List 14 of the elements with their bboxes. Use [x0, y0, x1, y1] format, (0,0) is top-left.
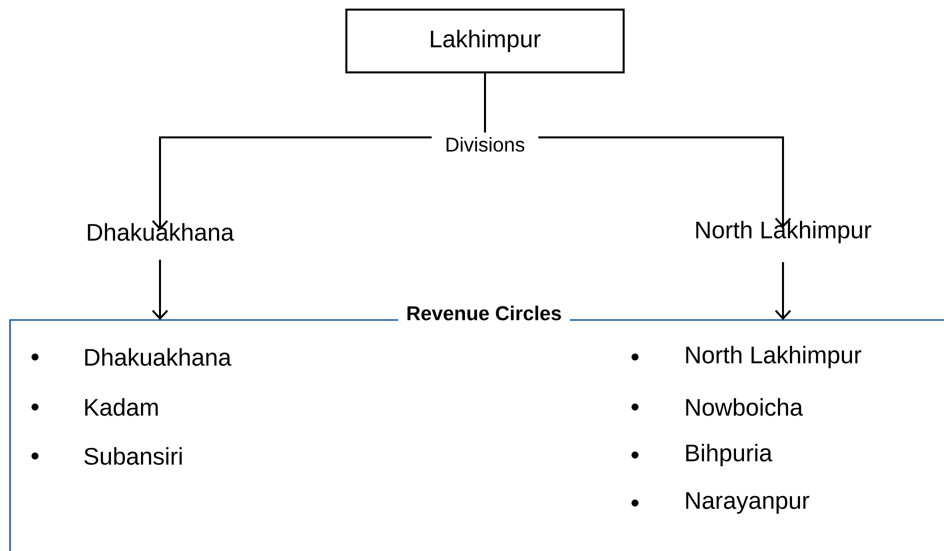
edge-label: Divisions — [432, 132, 538, 156]
division-name: North Lakhimpur — [696, 220, 872, 244]
list-item: Narayanpur — [686, 492, 810, 514]
list-item: North Lakhimpur — [686, 346, 862, 368]
arrow — [774, 262, 792, 320]
division-name: Dhakuakhana — [88, 223, 234, 241]
list-item: Subansiri — [84, 447, 182, 465]
node-label: Revenue Circles — [408, 306, 561, 320]
list-item: Bihpuria — [686, 444, 772, 466]
arrow — [152, 260, 168, 320]
list-item: Kadam — [85, 398, 158, 416]
title-box: Lakhimpur — [345, 8, 625, 74]
list-item: Dhakuakhana — [85, 348, 232, 366]
list-item: Nowboicha — [686, 398, 803, 416]
